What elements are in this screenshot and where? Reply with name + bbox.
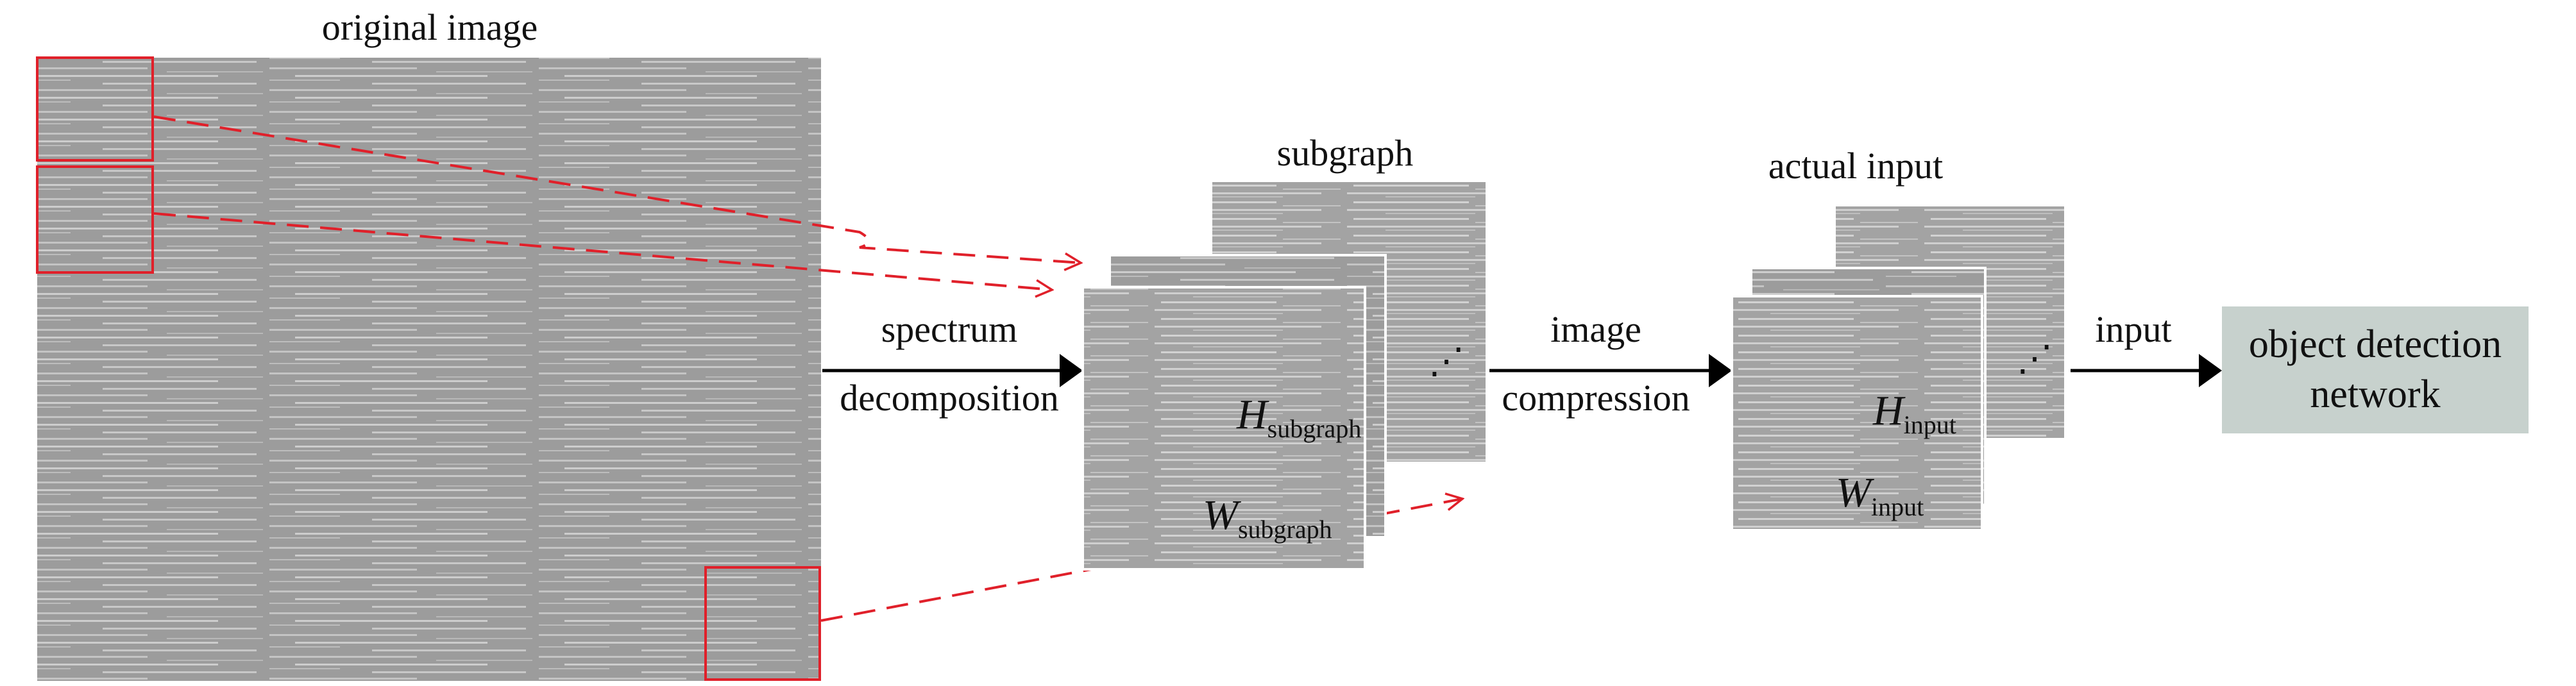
spectrum-arrow-head bbox=[1060, 354, 1083, 387]
h-input-subscript: input bbox=[1904, 410, 1956, 439]
h-subgraph-subscript: subgraph bbox=[1267, 414, 1362, 443]
subgraph-front bbox=[1081, 286, 1366, 571]
h-subgraph-symbol: Hsubgraph bbox=[1236, 391, 1361, 443]
crop-box-middle bbox=[36, 165, 154, 274]
object-detection-network-box bbox=[2222, 306, 2529, 433]
network-label-line2: network bbox=[2310, 372, 2440, 416]
input-ellipsis: ⋰ bbox=[2017, 339, 2053, 379]
h-subgraph-var: H bbox=[1236, 391, 1269, 438]
input-arrow-head bbox=[2199, 354, 2222, 387]
w-input-subscript: input bbox=[1871, 492, 1924, 521]
w-input-var: W bbox=[1836, 469, 1874, 516]
input-label: input bbox=[2095, 308, 2171, 350]
compression-label: compression bbox=[1502, 377, 1690, 419]
input-front bbox=[1731, 295, 1983, 531]
h-input-var: H bbox=[1872, 387, 1906, 434]
network-label-line1: object detection bbox=[2249, 322, 2502, 366]
crop-box-top bbox=[36, 56, 154, 162]
decomposition-label: decomposition bbox=[840, 377, 1059, 419]
image-label: image bbox=[1550, 308, 1641, 350]
mapping-arrow-middle bbox=[153, 212, 1052, 290]
original-image bbox=[37, 58, 821, 681]
compression-arrow-head bbox=[1709, 354, 1732, 387]
mapping-arrow-top bbox=[153, 115, 1081, 263]
subgraph-ellipsis: ⋰ bbox=[1428, 342, 1464, 381]
w-subgraph-var: W bbox=[1203, 492, 1241, 539]
spectrum-label: spectrum bbox=[881, 308, 1018, 350]
h-input-symbol: Hinput bbox=[1872, 387, 1956, 439]
w-subgraph-subscript: subgraph bbox=[1238, 515, 1332, 544]
w-input-symbol: Winput bbox=[1836, 469, 1924, 521]
actual-input-label: actual input bbox=[1768, 145, 1943, 187]
subgraph-label: subgraph bbox=[1277, 132, 1414, 174]
original-image-label: original image bbox=[322, 6, 538, 48]
crop-box-bottom bbox=[704, 566, 821, 681]
w-subgraph-symbol: Wsubgraph bbox=[1203, 492, 1332, 544]
